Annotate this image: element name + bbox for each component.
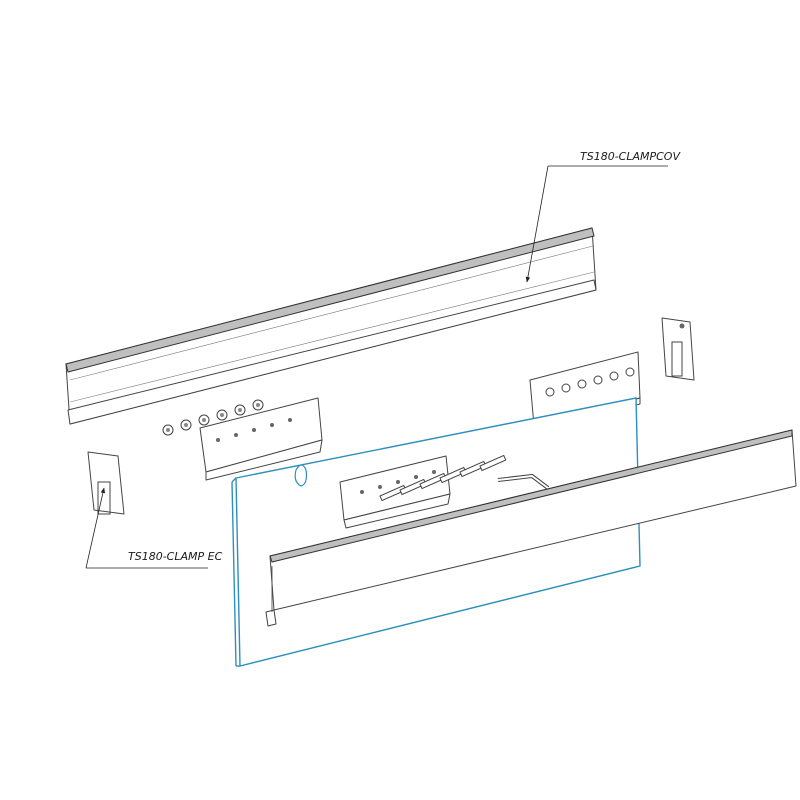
right-end-cap	[661, 317, 695, 381]
clamp-cover-leader-arrow	[525, 165, 549, 283]
clamp-cover-label-text: TS180-CLAMPCOV	[580, 150, 681, 163]
label-end-cap: TS180-CLAMP EC	[85, 487, 223, 569]
nut-set	[162, 399, 264, 436]
hex-key	[497, 474, 550, 490]
bottom-cladding-profile	[265, 429, 797, 627]
screw-set	[379, 454, 507, 502]
left-clamp-block	[199, 397, 323, 481]
center-clamp-plate	[339, 455, 451, 529]
label-clamp-cover: TS180-CLAMPCOV	[525, 150, 681, 283]
clamp-cover-profile	[65, 227, 597, 425]
end-cap-leader-arrow	[85, 487, 106, 569]
end-cap-label-text: TS180-CLAMP EC	[128, 550, 223, 563]
left-end-cap	[87, 451, 125, 515]
